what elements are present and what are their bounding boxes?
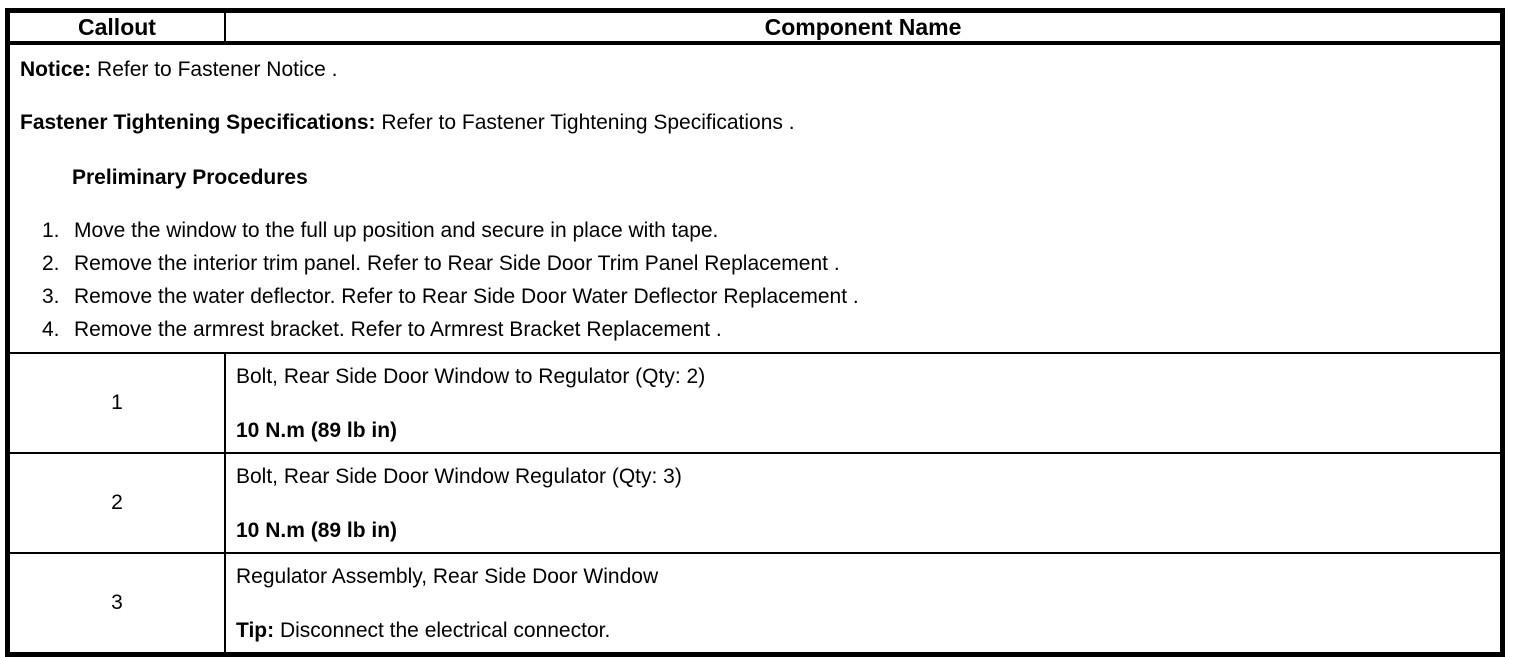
fastener-specs-text: Refer to Fastener Tightening Specificati… bbox=[381, 111, 795, 134]
torque-spec-text: 10 N.m (89 lb in) bbox=[236, 419, 398, 442]
tip-label: Tip: bbox=[236, 619, 275, 642]
component-callout-table: Callout Component Name Notice: Refer to … bbox=[5, 8, 1505, 657]
torque-spec-text: 10 N.m (89 lb in) bbox=[236, 519, 398, 542]
intro-cell: Notice: Refer to Fastener Notice . Faste… bbox=[10, 45, 1500, 352]
step-number: 2. bbox=[42, 252, 60, 275]
tip-paragraph: Tip: Disconnect the electrical connector… bbox=[236, 618, 1490, 644]
step-text: Move the window to the full up position … bbox=[74, 219, 719, 242]
list-item: 1. Move the window to the full up positi… bbox=[42, 214, 1490, 247]
step-number: 1. bbox=[42, 219, 60, 242]
callout-number: 3 bbox=[10, 554, 226, 652]
callout-column-header: Callout bbox=[10, 13, 226, 41]
table-row: 3 Regulator Assembly, Rear Side Door Win… bbox=[10, 552, 1500, 652]
step-text: Remove the water deflector. Refer to Rea… bbox=[74, 285, 859, 308]
step-number: 4. bbox=[42, 318, 60, 341]
callout-number: 2 bbox=[10, 454, 226, 552]
component-name-text: Bolt, Rear Side Door Window to Regulator… bbox=[236, 365, 706, 388]
notice-paragraph: Notice: Refer to Fastener Notice . bbox=[20, 57, 1490, 83]
step-text: Remove the armrest bracket. Refer to Arm… bbox=[74, 318, 722, 341]
tip-text: Disconnect the electrical connector. bbox=[279, 619, 611, 642]
notice-label: Notice: bbox=[20, 58, 92, 81]
fastener-specs-label: Fastener Tightening Specifications: bbox=[20, 111, 376, 134]
table-row: 2 Bolt, Rear Side Door Window Regulator … bbox=[10, 452, 1500, 552]
component-name-cell: Bolt, Rear Side Door Window to Regulator… bbox=[226, 354, 1500, 452]
component-name-cell: Bolt, Rear Side Door Window Regulator (Q… bbox=[226, 454, 1500, 552]
list-item: 3. Remove the water deflector. Refer to … bbox=[42, 280, 1490, 313]
table-header-row: Callout Component Name bbox=[10, 13, 1500, 45]
step-number: 3. bbox=[42, 285, 60, 308]
component-name-column-header: Component Name bbox=[764, 14, 962, 40]
step-text: Remove the interior trim panel. Refer to… bbox=[74, 252, 840, 275]
component-name-text: Regulator Assembly, Rear Side Door Windo… bbox=[236, 565, 659, 588]
preliminary-steps-list: 1. Move the window to the full up positi… bbox=[20, 214, 1490, 346]
table-row: 1 Bolt, Rear Side Door Window to Regulat… bbox=[10, 352, 1500, 452]
notice-text: Refer to Fastener Notice . bbox=[97, 58, 338, 81]
list-item: 4. Remove the armrest bracket. Refer to … bbox=[42, 313, 1490, 346]
component-name-text: Bolt, Rear Side Door Window Regulator (Q… bbox=[236, 465, 682, 488]
fastener-specs-paragraph: Fastener Tightening Specifications: Refe… bbox=[20, 110, 1490, 136]
component-name-cell: Regulator Assembly, Rear Side Door Windo… bbox=[226, 554, 1500, 652]
callout-number: 1 bbox=[10, 354, 226, 452]
preliminary-procedures-heading: Preliminary Procedures bbox=[72, 166, 308, 189]
list-item: 2. Remove the interior trim panel. Refer… bbox=[42, 247, 1490, 280]
